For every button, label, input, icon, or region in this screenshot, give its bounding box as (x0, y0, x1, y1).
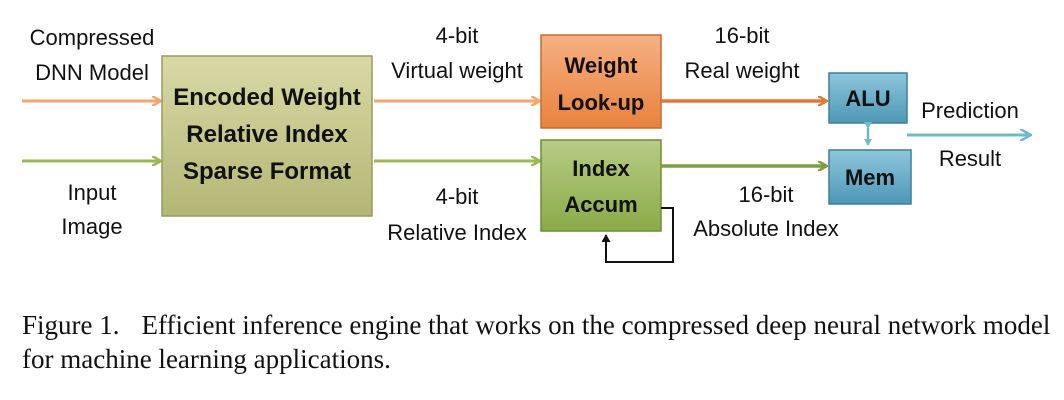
virtual-weight-bits-label: 4-bit (436, 23, 479, 48)
weight-lookup-text-1: Weight (565, 53, 639, 78)
encoded-weight-box (161, 55, 373, 217)
figure-caption: Figure 1.Efficient inference engine that… (22, 308, 1052, 376)
alu-box (828, 72, 908, 124)
input-image-label-1: Input (68, 180, 117, 205)
compressed-model-label-1: Compressed (30, 25, 155, 50)
absolute-index-bits-label: 16-bit (738, 182, 793, 207)
weight-lookup-text-2: Look-up (558, 90, 645, 115)
alu-text: ALU (845, 86, 890, 111)
relative-index-bits-label: 4-bit (436, 184, 479, 209)
result-label: Result (939, 146, 1001, 171)
mem-box (828, 149, 912, 205)
real-weight-label: Real weight (685, 58, 800, 83)
index-accum-box (540, 139, 662, 232)
sparse-format-text: Sparse Format (183, 158, 351, 185)
real-weight-bits-label: 16-bit (714, 23, 769, 48)
weight-lookup-box (540, 34, 662, 129)
relative-index-text: Relative Index (186, 121, 348, 148)
mem-text: Mem (845, 165, 895, 190)
figure-number: Figure 1. (22, 310, 120, 340)
prediction-label: Prediction (921, 98, 1019, 123)
virtual-weight-label: Virtual weight (391, 58, 523, 83)
encoded-weight-text: Encoded Weight (173, 84, 361, 111)
absolute-index-label: Absolute Index (693, 216, 839, 241)
input-image-label-2: Image (61, 214, 122, 239)
index-accum-text-2: Accum (564, 192, 637, 217)
accum-feedback-loop (601, 207, 674, 263)
relative-index-label: Relative Index (387, 220, 526, 245)
compressed-model-label-2: DNN Model (35, 60, 149, 85)
index-accum-text-1: Index (572, 156, 630, 181)
caption-text: Efficient inference engine that works on… (22, 310, 1051, 374)
